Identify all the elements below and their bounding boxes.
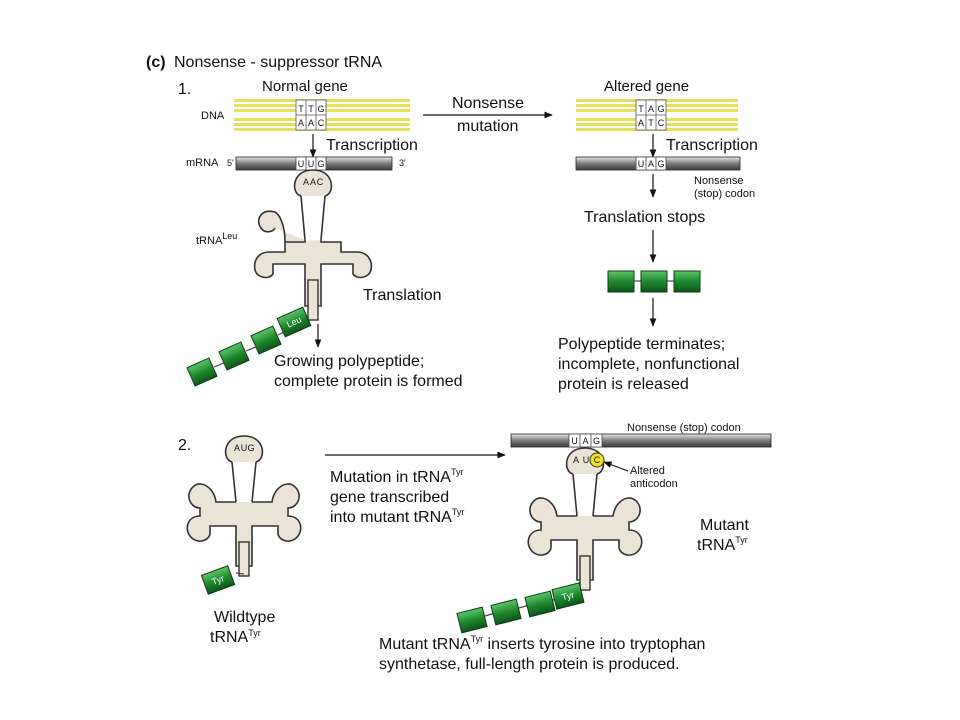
nonsense-codon-label-2: (stop) codon: [694, 188, 755, 200]
dna-altered-bottom-3: C: [658, 118, 665, 128]
three-prime-label: 3': [399, 158, 406, 168]
translation-stops-label: Translation stops: [584, 209, 705, 226]
codon-right-2: A: [648, 159, 654, 169]
trna-tyr-wildtype: A U G: [186, 435, 302, 577]
dna-label: DNA: [201, 110, 225, 122]
wildtype-label-2: tRNATyr: [210, 628, 261, 646]
mut-codon-3: G: [593, 436, 600, 446]
dna-altered-bottom-1: A: [638, 118, 644, 128]
altered-gene-label: Altered gene: [604, 78, 689, 95]
tyr-tag-wildtype-label: Tyr: [210, 573, 225, 587]
tyr-tag-wildtype: Tyr: [200, 565, 236, 595]
step-1-number: 1.: [178, 81, 191, 98]
mut-codon-1: U: [571, 436, 578, 446]
mutant-label-1: Mutant: [700, 517, 749, 534]
mutation-line-3: into mutant tRNATyr: [330, 507, 464, 526]
growing-polypeptide-line-1: Growing polypeptide;: [274, 353, 424, 370]
codon-left-2: U: [308, 159, 315, 169]
wt-anticodon-2: U: [241, 443, 248, 453]
trna-tyr-mutant: A U C: [527, 447, 643, 591]
wt-anticodon-3: G: [247, 443, 254, 453]
anticodon-left-3: C: [317, 177, 324, 187]
anticodon-left-2: A: [310, 177, 316, 187]
dna-normal-bottom-3: C: [318, 118, 325, 128]
full-length-polypeptide: Tyr: [456, 582, 585, 634]
anticodon-left-1: A: [303, 177, 309, 187]
trna-leu-label: tRNALeu: [196, 231, 237, 247]
altered-anticodon-highlight: [589, 452, 605, 468]
dna-normal-bottom-1: A: [298, 118, 304, 128]
terminates-line-1: Polypeptide terminates;: [558, 336, 725, 353]
inserts-line-2: synthetase, full-length protein is produ…: [379, 656, 680, 673]
truncated-polypeptide: [607, 270, 701, 293]
altered-anticodon-pointer: [603, 461, 629, 472]
nonsense-mutation-label-2: mutation: [457, 118, 518, 135]
dna-altered-top-3: G: [657, 104, 664, 114]
translation-label: Translation: [363, 287, 442, 304]
dna-normal: T T G A A C: [234, 99, 410, 131]
panel-label: (c): [146, 54, 166, 71]
five-prime-label: 5': [227, 158, 234, 168]
dna-altered-bottom-2: T: [648, 118, 654, 128]
nonsense-codon-label-1: Nonsense: [694, 175, 744, 187]
codon-right-1: U: [638, 159, 645, 169]
wildtype-connector: [235, 572, 245, 575]
tyr-tag-mutant: Tyr: [561, 590, 576, 603]
transcription-label-right: Transcription: [666, 137, 758, 154]
codon-left-1: U: [298, 159, 305, 169]
dna-altered: T A G A T C: [576, 99, 738, 131]
mrna-label: mRNA: [186, 157, 219, 169]
altered-anticodon-label-1: Altered: [630, 465, 665, 477]
inserts-line-1: Mutant tRNATyr inserts tyrosine into try…: [379, 634, 705, 653]
terminates-line-2: incomplete, nonfunctional: [558, 356, 739, 373]
dna-normal-bottom-2: A: [308, 118, 314, 128]
mut-codon-2: A: [582, 436, 588, 446]
dna-normal-top-3: G: [317, 104, 324, 114]
growing-polypeptide-line-2: complete protein is formed: [274, 373, 463, 390]
codon-left: U U G: [295, 156, 327, 171]
mut-anticodon-3: C: [594, 455, 601, 465]
dna-normal-top-1: T: [298, 104, 304, 114]
mutation-line-2: gene transcribed: [330, 489, 449, 506]
codon-step2: U A G: [568, 433, 603, 448]
diagram-title: Nonsense - suppressor tRNA: [174, 54, 382, 71]
mutation-line-1: Mutation in tRNATyr: [330, 467, 463, 486]
wildtype-label-1: Wildtype: [214, 609, 275, 626]
codon-right: U A G: [635, 156, 667, 171]
transcription-label-left: Transcription: [326, 137, 418, 154]
step-2-number: 2.: [178, 437, 191, 454]
codon-right-3: G: [657, 159, 664, 169]
wt-anticodon-1: A: [234, 443, 240, 453]
normal-gene-label: Normal gene: [262, 78, 348, 95]
dna-altered-top-1: T: [638, 104, 644, 114]
dna-altered-top-2: A: [648, 104, 654, 114]
codon-left-3: G: [317, 159, 324, 169]
mut-anticodon-1: A: [573, 455, 579, 465]
growing-polypeptide: Leu: [186, 306, 312, 387]
nonsense-mutation-label-1: Nonsense: [452, 95, 524, 112]
stop-codon-label: Nonsense (stop) codon: [627, 422, 741, 434]
terminates-line-3: protein is released: [558, 376, 689, 393]
trna-leu: A A C: [253, 169, 373, 321]
altered-anticodon-label-2: anticodon: [630, 478, 678, 490]
dna-normal-top-2: T: [308, 104, 314, 114]
mutant-label-2: tRNATyr: [697, 535, 748, 554]
mut-anticodon-2: U: [583, 455, 590, 465]
mrna-bar-step2: [510, 433, 772, 448]
